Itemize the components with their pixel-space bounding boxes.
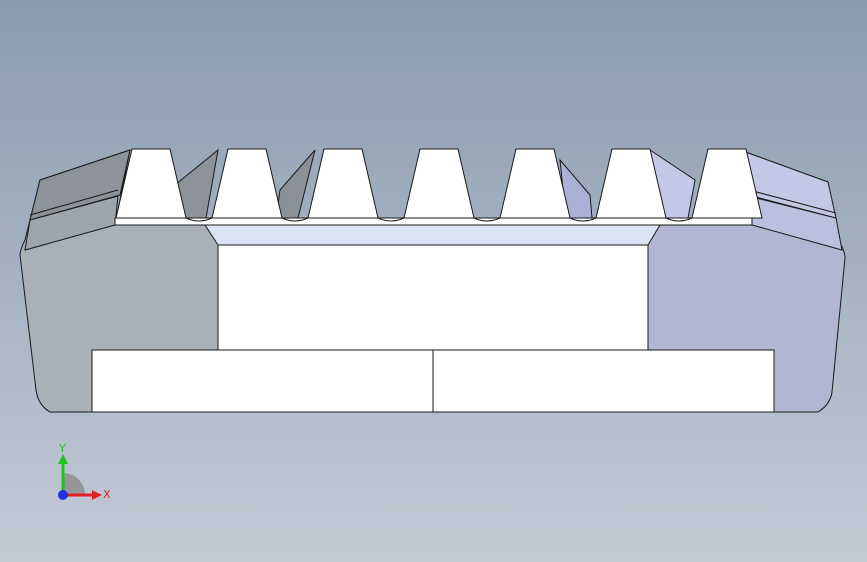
teeth-group [115, 148, 763, 222]
coordinate-triad: Y X [58, 442, 111, 501]
center-face [217, 244, 649, 351]
tooth-root-fillet [281, 217, 309, 222]
bottom-right-block [432, 349, 775, 413]
rack-tooth [595, 148, 667, 219]
rack-tooth [115, 148, 187, 219]
tooth-root-fillet [665, 217, 693, 222]
rack-tooth [499, 148, 571, 219]
flank-shade-2 [275, 149, 316, 219]
rack-tooth [307, 148, 379, 219]
triad-arc [63, 473, 85, 495]
z-axis-dot [58, 490, 68, 500]
tooth-root-fillet [377, 217, 405, 222]
tooth-root-fillet [473, 217, 501, 222]
rack-tooth [403, 148, 475, 219]
rack-tooth [691, 148, 763, 219]
y-axis-arrow [58, 454, 68, 464]
x-axis-label: X [103, 488, 111, 501]
y-axis-label: Y [58, 442, 66, 455]
rack-tooth [211, 148, 283, 219]
tooth-root-fillet [569, 217, 597, 222]
left-bevel-line [29, 189, 119, 216]
tooth-root-fillet [185, 217, 213, 222]
right-bevel-line [748, 189, 837, 214]
left-bevel-face [29, 149, 131, 221]
x-axis-arrow [92, 490, 102, 500]
center-groove [204, 224, 661, 246]
bottom-left-block [91, 349, 434, 413]
